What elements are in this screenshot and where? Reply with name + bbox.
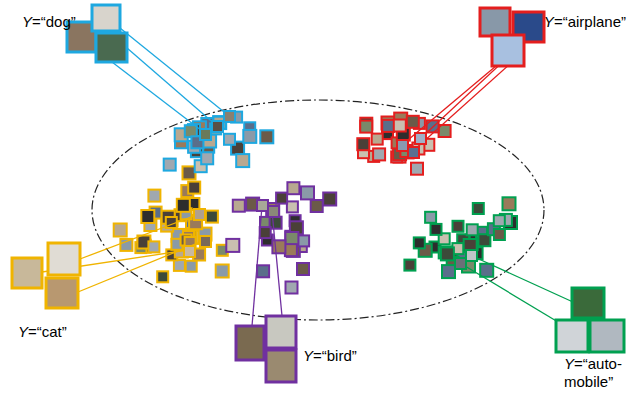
thumbnail-point — [177, 199, 190, 212]
thumbnail-point — [285, 232, 298, 245]
thumbnail-point — [441, 247, 454, 260]
thumbnail-point — [503, 197, 516, 210]
thumbnail-point — [201, 152, 213, 164]
thumbnail-point — [148, 190, 160, 202]
thumbnail-point — [494, 215, 505, 226]
thumbnail-point — [148, 241, 159, 252]
thumbnail-point — [494, 229, 505, 240]
thumbnail-point — [186, 261, 197, 272]
thumbnail-point — [114, 224, 127, 237]
thumbnail-point — [285, 244, 297, 256]
thumbnail-point — [425, 212, 436, 223]
thumbnail-point — [442, 265, 455, 278]
thumbnail-point — [298, 235, 309, 246]
class-label: Y=“cat” — [18, 323, 67, 341]
thumbnail-point — [297, 263, 309, 275]
thumbnail-points — [114, 112, 517, 294]
enlarged-thumbnails — [12, 5, 624, 382]
thumbnail-point — [473, 203, 484, 214]
thumbnail-point — [276, 193, 287, 204]
thumbnail-point — [372, 134, 383, 145]
thumbnail-point — [174, 260, 185, 271]
thumbnail-point — [287, 201, 298, 212]
thumbnail-point — [233, 200, 245, 212]
thumbnail-point — [120, 239, 132, 251]
thumbnail-point — [323, 193, 336, 206]
thumbnail-point — [260, 227, 271, 238]
thumbnail-point — [157, 271, 168, 282]
thumbnail-point — [394, 120, 406, 132]
thumbnail-point — [226, 239, 239, 252]
thumbnail-point — [431, 224, 442, 235]
thumbnail-point — [407, 116, 419, 128]
highlighted-points — [184, 111, 477, 269]
thumbnail-point — [311, 200, 323, 212]
thumbnail-point — [404, 260, 415, 271]
thumbnail-point — [236, 154, 249, 167]
thumbnail-point — [164, 159, 176, 171]
thumbnail-point — [257, 265, 269, 277]
thumbnail-point — [360, 121, 372, 133]
thumbnail-point — [373, 148, 385, 160]
manifold-ellipse — [92, 100, 544, 320]
thumbnail-point — [188, 182, 200, 194]
thumbnail-point — [357, 138, 369, 150]
label-holder: Y=“auto- mobile” — [564, 355, 626, 391]
thumbnail-point — [216, 265, 229, 278]
label-holder: Y=“airplane” — [544, 13, 626, 31]
class-label: Y=“dog” — [22, 13, 76, 31]
thumbnail-point — [286, 282, 298, 294]
label-holder: Y=“cat” — [18, 323, 67, 341]
thumbnail-point — [382, 120, 394, 132]
thumbnail-point — [224, 134, 235, 145]
class-label: Y=“airplane” — [544, 13, 626, 31]
class-label: Y=“auto- mobile” — [564, 355, 626, 391]
label-holder: Y=“dog” — [22, 13, 76, 31]
thumbnail-point — [480, 264, 493, 277]
thumbnail-point — [453, 221, 464, 232]
thumbnail-point — [414, 237, 425, 248]
thumbnail-point — [467, 224, 478, 235]
thumbnail-point — [287, 182, 299, 194]
thumbnail-point — [141, 210, 154, 223]
thumbnail-point — [243, 130, 256, 143]
leader-lines — [42, 28, 573, 326]
thumbnail-point — [260, 130, 273, 143]
label-holder: Y=“bird” — [303, 347, 357, 365]
thumbnail-point — [206, 211, 218, 223]
thumbnail-point — [411, 163, 423, 175]
thumbnail-point — [301, 186, 314, 199]
class-label: Y=“bird” — [303, 347, 357, 365]
thumbnail-point — [183, 166, 196, 179]
